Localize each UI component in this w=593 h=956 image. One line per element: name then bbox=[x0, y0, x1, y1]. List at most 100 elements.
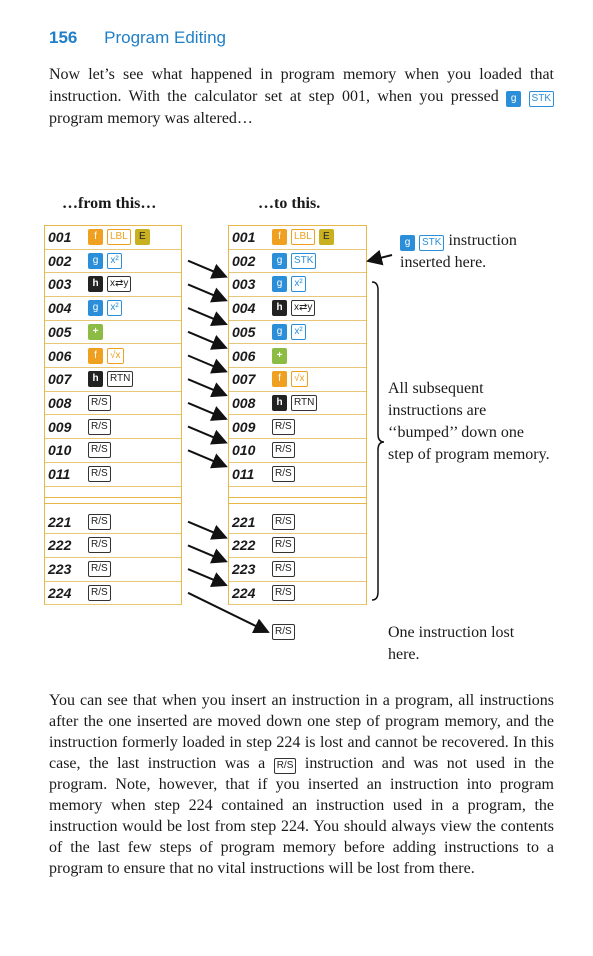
keycap: R/S bbox=[88, 561, 111, 578]
keycap: h bbox=[88, 371, 103, 388]
step-number: 001 bbox=[48, 229, 72, 245]
step-keys: R/S bbox=[272, 418, 295, 435]
keycap: E bbox=[318, 229, 334, 245]
step-number: 222 bbox=[232, 537, 256, 554]
to-row-006: 006+ bbox=[229, 345, 366, 368]
to-row-222: 222 R/S bbox=[229, 534, 366, 558]
key-rs: R/S bbox=[273, 758, 297, 774]
step-number: 222 bbox=[48, 537, 72, 554]
section-title: Program Editing bbox=[104, 28, 226, 47]
keycap: x² bbox=[107, 300, 122, 317]
step-keys: R/S bbox=[88, 394, 111, 411]
keycap: LBL bbox=[107, 229, 131, 245]
break-line bbox=[229, 502, 366, 504]
from-row-223: 223 R/S bbox=[45, 558, 181, 582]
break-line bbox=[229, 496, 366, 498]
keycap: R/S bbox=[88, 442, 111, 459]
shift-arrow bbox=[187, 520, 228, 540]
keycap: f bbox=[88, 347, 103, 364]
break-line bbox=[45, 496, 181, 498]
keycap: x² bbox=[291, 323, 306, 340]
from-row-005: 005+ bbox=[45, 321, 181, 345]
shift-arrow bbox=[187, 401, 228, 421]
shift-arrow bbox=[187, 259, 228, 279]
keycap: E bbox=[134, 229, 150, 245]
step-number: 223 bbox=[48, 561, 72, 578]
keycap: f bbox=[88, 229, 103, 245]
keycap: R/S bbox=[272, 418, 295, 435]
keycap: R/S bbox=[88, 394, 111, 411]
caption-from: …from this… bbox=[62, 195, 157, 212]
bumped-note: All subsequent instructions are ‘‘bumped… bbox=[388, 380, 550, 463]
keycap: R/S bbox=[88, 513, 111, 530]
step-number: 011 bbox=[48, 466, 71, 482]
step-number: 224 bbox=[232, 584, 256, 601]
keycap: LBL bbox=[291, 229, 315, 245]
step-number: 004 bbox=[48, 300, 72, 317]
shift-arrow bbox=[187, 425, 228, 445]
keycap: x⇄y bbox=[107, 276, 132, 293]
keycap: R/S bbox=[272, 442, 295, 459]
key-stk: STK bbox=[419, 235, 445, 251]
step-keys: R/S bbox=[272, 561, 295, 578]
step-keys: R/S bbox=[88, 584, 111, 601]
keycap: + bbox=[88, 323, 103, 340]
keycap: √x bbox=[291, 371, 308, 388]
bracket-line bbox=[371, 281, 385, 601]
lost-arrow bbox=[187, 591, 270, 634]
shift-arrow bbox=[187, 330, 228, 350]
step-number: 007 bbox=[48, 371, 72, 388]
shift-arrow bbox=[187, 307, 228, 327]
key-g: g bbox=[506, 91, 522, 107]
step-number: 005 bbox=[232, 323, 256, 340]
keycap: + bbox=[272, 347, 287, 364]
step-keys: R/S bbox=[88, 513, 111, 530]
step-number: 008 bbox=[232, 394, 256, 411]
step-number: 223 bbox=[232, 561, 256, 578]
keycap: h bbox=[272, 394, 287, 411]
keycap: R/S bbox=[272, 466, 295, 482]
step-keys: R/S bbox=[272, 466, 295, 482]
caption-to: …to this. bbox=[258, 195, 321, 212]
inserted-note-text: instruction inserted here. bbox=[400, 232, 517, 271]
keycap: R/S bbox=[88, 537, 111, 554]
step-keys: R/S bbox=[272, 537, 295, 554]
keycap: x² bbox=[291, 276, 306, 293]
to-row-011: 011 R/S bbox=[229, 463, 366, 487]
step-number: 007 bbox=[232, 371, 256, 388]
keycap: R/S bbox=[88, 418, 111, 435]
step-keys: f√x bbox=[88, 347, 124, 364]
inserted-arrow bbox=[366, 249, 393, 266]
step-number: 221 bbox=[232, 513, 256, 530]
shift-arrow bbox=[187, 354, 228, 374]
key-stk: STK bbox=[528, 91, 554, 107]
step-number: 003 bbox=[232, 276, 256, 293]
keycap: R/S bbox=[272, 537, 295, 554]
keycap: R/S bbox=[272, 513, 295, 530]
step-number: 008 bbox=[48, 394, 72, 411]
to-row-223: 223 R/S bbox=[229, 558, 366, 582]
step-number: 011 bbox=[232, 466, 255, 482]
step-number: 009 bbox=[48, 418, 72, 435]
